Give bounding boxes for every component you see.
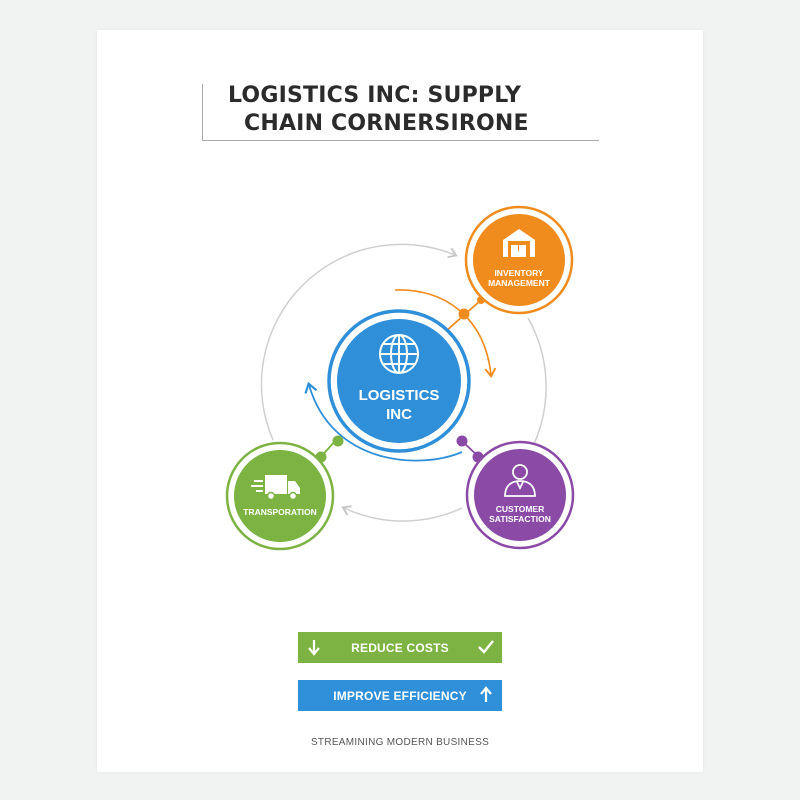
cycle-arc-right — [527, 317, 547, 453]
connector-inventory — [444, 296, 485, 333]
reduce-costs-label: REDUCE COSTS — [351, 640, 449, 655]
cycle-arc-top — [260, 243, 458, 441]
checkmark-icon — [478, 640, 494, 654]
cycle-arc-bottom — [341, 505, 463, 522]
arrow-up-icon — [480, 686, 492, 702]
customer-node: CUSTOMER SATISFACTION — [465, 440, 575, 550]
orange-flow-arrow — [394, 289, 497, 378]
globe-icon — [379, 334, 419, 374]
customer-label-line-1: CUSTOMER — [496, 504, 545, 514]
customer-label-line-2: SATISFACTION — [489, 514, 551, 524]
title-frame — [202, 84, 599, 141]
page-title: LOGISTICS INC: SUPPLY CHAIN CORNERSIRONE — [228, 82, 529, 138]
transport-label: TRANSPORATION — [243, 507, 317, 517]
inventory-label-line-1: INVENTORY — [494, 268, 543, 278]
reduce-costs-banner: REDUCE COSTS — [298, 632, 502, 663]
warehouse-icon — [503, 229, 535, 257]
improve-efficiency-label: IMPROVE EFFICIENCY — [333, 688, 467, 703]
inventory-label-line-2: MANAGEMENT — [488, 278, 551, 288]
transport-node: TRANSPORATION — [225, 441, 335, 551]
truck-icon — [251, 475, 300, 501]
improve-efficiency-banner: IMPROVE EFFICIENCY — [298, 680, 502, 711]
inventory-node: INVENTORY MANAGEMENT — [464, 205, 574, 315]
center-node: LOGISTICS INC — [327, 309, 471, 453]
connector-transport — [315, 435, 344, 463]
blue-flow-arrow — [304, 381, 463, 462]
arrow-down-icon — [308, 640, 320, 656]
center-label-line-2: INC — [386, 406, 412, 423]
center-label-line-1: LOGISTICS — [359, 387, 440, 404]
title-line-2: CHAIN CORNERSIRONE — [244, 111, 529, 136]
title-line-1: LOGISTICS INC: SUPPLY — [228, 83, 522, 108]
connector-customer — [456, 435, 484, 463]
person-icon — [504, 464, 536, 497]
tagline: STREAMINING MODERN BUSINESS — [310, 737, 490, 748]
